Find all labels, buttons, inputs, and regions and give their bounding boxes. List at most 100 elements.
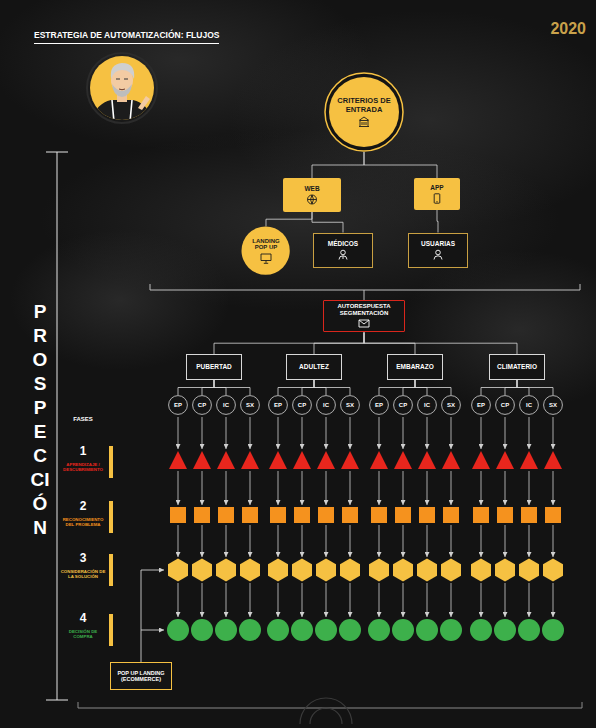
circle-node: SX [543,395,563,415]
node-content: IC [323,402,329,409]
flow-arrow [202,417,203,449]
process-box: EMBARAZO [387,354,443,380]
tree-connector [314,380,350,395]
flow-arrow [302,525,303,557]
node-content: CP [399,402,407,409]
phase-name: APRENDIZAJE / DESCUBRIMIENTO [60,462,106,472]
phase-shapes [167,417,564,641]
tree-connector [312,152,364,178]
flow-arrow [178,417,179,449]
node-label: POP UP LANDING (ECOMMERCE) [115,670,167,683]
phase4-circle [518,619,540,641]
phase1-triangle [520,451,538,469]
flow-arrow [529,525,530,557]
flow-arrow [427,583,428,617]
phase2-square [473,507,489,523]
doctor-icon [337,249,349,260]
flow-arrow [278,471,279,505]
tree-connector [178,380,214,395]
tree-connector [202,380,214,395]
flow-arrow [403,471,404,505]
node-content: CLIMATERIO [497,363,537,370]
phase-number: 4 [60,612,106,626]
flow-arrow [350,525,351,557]
phase2-square [419,507,435,523]
node-content: LANDING POP UP [249,238,283,265]
node-label: APP [430,184,443,191]
phase4-circle [167,619,189,641]
phase1-triangle [496,451,514,469]
phase3-hexagon [340,559,360,582]
circle-node: CP [292,395,312,415]
node-label: MÉDICOS [328,240,358,247]
phase-number: 3 [60,552,106,566]
disc [341,396,360,415]
phase3-hexagon [216,559,236,582]
flow-arrow [202,525,203,557]
flow-arrow [326,583,327,617]
node-content: ADULTEZ [299,363,329,370]
tree-connector [437,210,438,233]
node-content: IC [223,402,229,409]
tree-connector [312,212,343,233]
disc [418,396,437,415]
circle-node: CP [495,395,515,415]
disc [217,396,236,415]
disc [394,396,413,415]
disc [317,396,336,415]
flow-arrow [326,471,327,505]
circle-node: EP [268,395,288,415]
phase1-triangle [418,451,436,469]
brackets [46,152,582,708]
phase4-circle [470,619,492,641]
phase2-square [371,507,387,523]
node-label: SX [549,402,557,409]
phase4-circle [191,619,213,641]
node-content: CRITERIOS DE ENTRADA [335,97,393,127]
flow-arrow [202,471,203,505]
flow-arrow [529,471,530,505]
process-box: CLIMATERIO [489,354,545,380]
flow-arrow [250,471,251,505]
node-content: CP [501,402,509,409]
disc [193,396,212,415]
tree-connector [266,212,312,226]
phase2-square [342,507,358,523]
outer-ring [325,73,403,151]
phase1-triangle [217,451,235,469]
flow-arrow [403,417,404,449]
node-content: SX [447,402,455,409]
phase1-triangle [442,451,460,469]
flow-arrow [226,583,227,617]
disc [496,396,515,415]
node-content: EP [477,402,485,409]
tree-connector [505,380,517,395]
tree-connector [481,380,517,395]
building-icon [358,116,370,127]
flow-arrow [427,417,428,449]
phase3-hexagon [393,559,413,582]
monitor-icon [260,253,272,264]
phase-bars [109,446,113,646]
circle-node: EP [471,395,491,415]
node-content: PUBERTAD [196,363,232,370]
mail-icon [358,318,370,329]
node-label: CLIMATERIO [497,363,537,370]
flow-arrow [326,417,327,449]
circle-node: CRITERIOS DE ENTRADA [324,72,404,152]
node-content: WEB [304,185,319,205]
disc [442,396,461,415]
year-label: 2020 [520,20,586,38]
node-content: APP [430,184,443,204]
phase2-square [218,507,234,523]
phase3-hexagon [192,559,212,582]
phase2-square [294,507,310,523]
disc [472,396,491,415]
phase2-square [497,507,513,523]
flow-arrow [505,417,506,449]
node-label: LANDING POP UP [249,238,283,252]
circle-node: IC [316,395,336,415]
phase4-circle [416,619,438,641]
flow-arrow [350,417,351,449]
tree-connector [302,380,314,395]
